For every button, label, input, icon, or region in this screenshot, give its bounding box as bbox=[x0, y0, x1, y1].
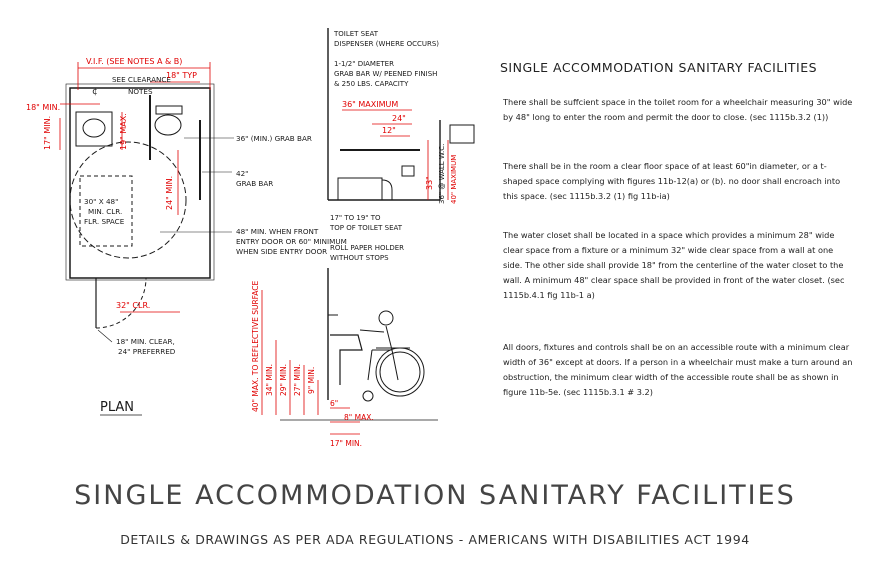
seat-disp-1: TOILET SEAT bbox=[333, 30, 379, 38]
roll-note-1: ROLL PAPER HOLDER bbox=[330, 244, 404, 252]
see-clearance-1: SEE CLEARANCE bbox=[112, 75, 171, 84]
vif-label: V.I.F. (SEE NOTES A & B) bbox=[86, 57, 182, 66]
dim-6: 6" bbox=[330, 399, 338, 408]
elevation-labels: TOILET SEAT DISPENSER (WHERE OCCURS) 1-1… bbox=[329, 30, 458, 262]
room-wall-outer bbox=[65, 83, 215, 281]
grab-bar-42-b: GRAB BAR bbox=[236, 179, 273, 188]
dim-34-min: 34" MIN. bbox=[265, 364, 274, 396]
wheelchair-user bbox=[359, 310, 425, 402]
dim-32-clr: 32" CLR. bbox=[116, 301, 150, 310]
elevation-view bbox=[327, 28, 475, 201]
room-wall-outline bbox=[69, 87, 211, 279]
dim-36-wc: 36" @ WALL W.C. bbox=[438, 144, 446, 204]
plan-labels: V.I.F. (SEE NOTES A & B) SEE CLEARANCE N… bbox=[26, 57, 347, 415]
roll-note-2: WITHOUT STOPS bbox=[330, 254, 389, 262]
dim-8-max: 8" MAX. bbox=[344, 413, 374, 422]
plan-label: PLAN bbox=[100, 400, 134, 415]
door-swing bbox=[95, 277, 147, 329]
dim-17-min: 17" MIN. bbox=[43, 116, 52, 150]
grab-note-1: 1-1/2" DIAMETER bbox=[334, 60, 394, 68]
dim-24-min: 24" MIN. bbox=[165, 176, 174, 210]
section-labels: 40" MAX. TO REFLECTIVE SURFACE 34" MIN. … bbox=[251, 280, 374, 448]
section-view bbox=[261, 268, 438, 435]
note-paragraph-3: The water closet shall be located in a s… bbox=[503, 230, 845, 300]
reflective-dim: 40" MAX. TO REFLECTIVE SURFACE bbox=[251, 280, 260, 412]
clear-floor-space bbox=[79, 175, 133, 247]
dim-12: 12" bbox=[382, 126, 396, 135]
grab-note-2: GRAB BAR W/ PEENED FINISH bbox=[334, 70, 437, 78]
dim-18-min: 18" MIN. bbox=[26, 103, 60, 112]
turning-circle bbox=[69, 141, 187, 259]
grab-note-3: & 250 LBS. CAPACITY bbox=[334, 80, 409, 88]
sheet-title: SINGLE ACCOMMODATION SANITARY FACILITIES bbox=[74, 480, 796, 511]
seat-disp-2: DISPENSER (WHERE OCCURS) bbox=[334, 40, 439, 48]
dim-17-min-section: 17" MIN. bbox=[330, 439, 362, 448]
plan-view bbox=[59, 62, 234, 416]
dim-33: 33" bbox=[425, 176, 434, 190]
paper-dispenser bbox=[449, 124, 475, 144]
seat-note-2: TOP OF TOILET SEAT bbox=[329, 224, 403, 232]
grab-bar-42-a: 42" bbox=[236, 169, 248, 178]
clear-space-1: 30" X 48" bbox=[84, 197, 118, 206]
door-note-2: ENTRY DOOR OR 60" MINIMUM bbox=[236, 237, 347, 246]
dim-36-max: 36" MAXIMUM bbox=[342, 100, 398, 109]
grab-bar-36-label: 36" (MIN.) GRAB BAR bbox=[236, 134, 312, 143]
see-clearance-2: NOTES bbox=[128, 87, 153, 96]
lavatory bbox=[75, 111, 113, 147]
note-paragraph-4: All doors, fixtures and controls shall b… bbox=[503, 342, 853, 397]
clear-note-1: 18" MIN. CLEAR, bbox=[116, 337, 175, 346]
clear-space-3: FLR. SPACE bbox=[84, 217, 125, 226]
dim-27-min: 27" MIN. bbox=[293, 364, 302, 396]
door-note-1: 48" MIN. WHEN FRONT bbox=[236, 227, 319, 236]
lavatory-bowl bbox=[82, 118, 106, 138]
dim-40-max: 40" MAXIMUM bbox=[450, 155, 458, 204]
leader-clear bbox=[97, 329, 113, 343]
door-note-3: WHEN SIDE ENTRY DOOR bbox=[236, 247, 327, 256]
note-paragraph-2: There shall be in the room a clear floor… bbox=[503, 161, 841, 201]
toilet-bowl bbox=[154, 114, 182, 136]
dim-19-max: 19" MAX. bbox=[119, 113, 128, 150]
notes-heading: SINGLE ACCOMMODATION SANITARY FACILITIES bbox=[500, 60, 818, 75]
clear-note-2: 24" PREFERRED bbox=[118, 347, 176, 356]
dim-24: 24" bbox=[392, 114, 406, 123]
note-paragraph-1: There shall be suffcient space in the to… bbox=[503, 97, 853, 122]
centerline-symbol: ¢ bbox=[92, 87, 98, 97]
seat-note-1: 17" TO 19" TO bbox=[330, 214, 381, 222]
sheet-subtitle: DETAILS & DRAWINGS AS PER ADA REGULATION… bbox=[120, 532, 750, 547]
toilet-tank bbox=[155, 105, 183, 115]
dim-9-min: 9" MIN. bbox=[307, 367, 316, 394]
dim-29-min: 29" MIN. bbox=[279, 364, 288, 396]
dim-18-typ: 18" TYP bbox=[166, 71, 197, 80]
clear-space-2: MIN. CLR. bbox=[88, 207, 122, 216]
